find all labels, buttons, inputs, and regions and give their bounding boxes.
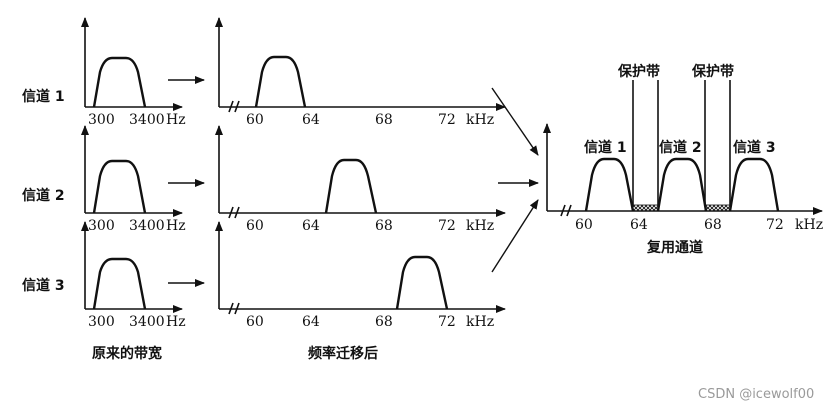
mux-tick-68: 68 xyxy=(704,217,722,233)
row-3-orig-unit: Hz xyxy=(166,314,186,330)
row-2-orig-unit: Hz xyxy=(166,218,186,234)
row-3-channel-label: 信道 3 xyxy=(22,277,65,294)
row-3-axis-break xyxy=(228,302,240,315)
row-2-shift-unit: kHz xyxy=(466,218,494,234)
row-2-shift-tick-68: 68 xyxy=(375,218,393,234)
caption-frequency-shifted: 频率迁移后 xyxy=(308,345,378,362)
row-1-shift-tick-64: 64 xyxy=(302,112,320,128)
guard-band-label-2: 保护带 xyxy=(691,63,734,80)
mux-channel-2-spectrum xyxy=(656,157,708,212)
row-2-shift-spectrum xyxy=(324,158,378,214)
row-1-shift-spectrum xyxy=(254,55,307,108)
mux-channel-label-1: 信道 1 xyxy=(584,139,627,156)
row-1-shift-tick-72: 72 xyxy=(438,112,456,128)
row-1-shift-tick-60: 60 xyxy=(246,112,264,128)
mux-unit: kHz xyxy=(795,217,823,233)
mux-channel-label-2: 信道 2 xyxy=(659,139,702,156)
row-3-shift-spectrum xyxy=(395,255,449,310)
guard-band-label-1: 保护带 xyxy=(617,63,660,80)
row-3-orig-tick-left: 300 xyxy=(88,314,115,330)
mux-channel-label-3: 信道 3 xyxy=(733,139,776,156)
row-1-shift-tick-68: 68 xyxy=(375,112,393,128)
row-3: 信道 3 300 3400 Hz 60 64 68 72 kHz xyxy=(22,221,506,330)
watermark-text: CSDN @icewolf00 xyxy=(698,387,814,402)
mux-axis-break xyxy=(560,204,572,217)
row-1-orig-tick-left: 300 xyxy=(88,112,115,128)
row-2-axis-break xyxy=(228,206,240,219)
caption-original-bandwidth: 原来的带宽 xyxy=(92,345,162,362)
row-2-orig-spectrum xyxy=(92,159,147,214)
guard-band-hatch-2 xyxy=(704,204,731,212)
guard-band-hatch-1 xyxy=(632,204,659,212)
row-1-channel-label: 信道 1 xyxy=(22,88,65,105)
merge-arrow-top xyxy=(491,87,539,156)
mux-tick-60: 60 xyxy=(575,217,593,233)
mux-tick-64: 64 xyxy=(630,217,648,233)
row-2-shift-tick-72: 72 xyxy=(438,218,456,234)
row-1-orig-tick-right: 3400 xyxy=(129,112,165,128)
row-2-shift-tick-64: 64 xyxy=(302,218,320,234)
row-2-channel-label: 信道 2 xyxy=(22,187,65,204)
row-1-orig-unit: Hz xyxy=(166,112,186,128)
row-3-shift-tick-64: 64 xyxy=(302,314,320,330)
row-1-axis-break xyxy=(228,100,240,113)
row-2-orig-tick-right: 3400 xyxy=(129,218,165,234)
row-1: 信道 1 300 3400 Hz 60 64 68 72 kHz xyxy=(22,17,506,128)
row-1-shift-unit: kHz xyxy=(466,112,494,128)
multiplexed-channel: 保护带 保护带 信道 1 信道 2 信道 3 60 64 68 72 kHz 复… xyxy=(543,63,823,256)
merge-arrow-bottom xyxy=(491,199,539,273)
row-1-orig-spectrum xyxy=(92,56,147,108)
row-3-orig-tick-right: 3400 xyxy=(129,314,165,330)
row-3-shift-tick-72: 72 xyxy=(438,314,456,330)
row-3-shift-tick-68: 68 xyxy=(375,314,393,330)
mux-channel-1-spectrum xyxy=(584,157,635,212)
row-3-shift-tick-60: 60 xyxy=(246,314,264,330)
caption-multiplexed-channel: 复用通道 xyxy=(646,239,703,256)
row-2-orig-tick-left: 300 xyxy=(88,218,115,234)
row-2: 信道 2 300 3400 Hz 60 64 68 72 kHz xyxy=(22,125,506,234)
row-2-shift-tick-60: 60 xyxy=(246,218,264,234)
mux-tick-72: 72 xyxy=(766,217,784,233)
mux-channel-3-spectrum xyxy=(728,157,780,212)
row-3-orig-spectrum xyxy=(92,257,147,310)
row-3-shift-unit: kHz xyxy=(466,314,494,330)
